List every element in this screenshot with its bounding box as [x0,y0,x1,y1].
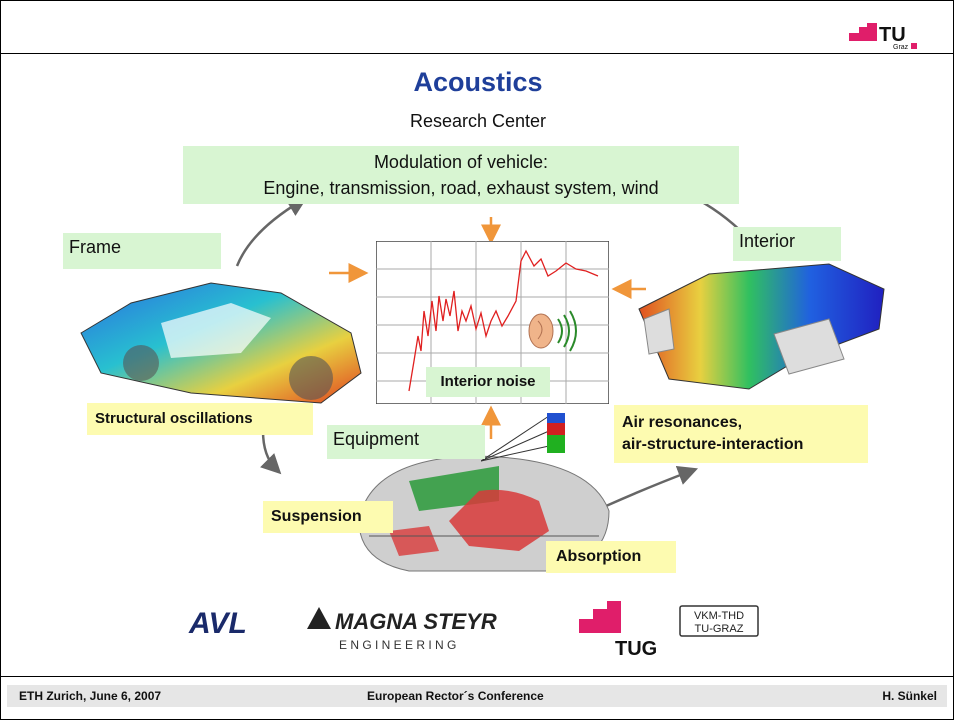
interior-noise-label: Interior noise [426,367,550,397]
magna-steyr-logo: MAGNA STEYR E N G I N E E R I N G [307,607,497,652]
interior-label: Interior [733,227,841,261]
tug-logo-text: TUG [615,638,657,659]
slide-title: Acoustics [413,67,543,97]
air-label-line2: air-structure-interaction [622,436,804,453]
noise-graph [376,241,609,404]
modulation-line2: Engine, transmission, road, exhaust syst… [263,178,659,198]
vkm-line2: TU-GRAZ [695,623,744,635]
interior-car-image [638,263,885,390]
equipment-stack-image [481,413,565,462]
absorption-label: Absorption [546,541,676,573]
footer-area: ETH Zurich, June 6, 2007 European Rector… [1,676,953,719]
avl-logo: AVL [188,607,247,637]
magna-engineering-text: E N G I N E E R I N G [339,638,456,652]
structural-oscillations-label: Structural oscillations [87,403,313,435]
footer-bar: ETH Zurich, June 6, 2007 European Rector… [7,685,947,707]
magna-logo-text: MAGNA STEYR [335,609,497,634]
air-label-line1: Air resonances, [622,414,743,431]
tug-logo: TUG [579,601,657,659]
tu-graz-logo: TU Graz [849,23,917,51]
vkm-line1: VKM-THD [694,610,744,622]
tu-logo-text: TU [879,24,906,46]
frame-car-image [80,282,362,404]
slide-subtitle: Research Center [409,111,547,131]
vkm-thd-logo: VKM-THD TU-GRAZ [679,605,759,637]
avl-logo-text: AVL [188,607,247,637]
header-rule [1,53,953,54]
air-resonances-label: Air resonances, air-structure-interactio… [614,405,868,463]
modulation-box: Modulation of vehicle: Engine, transmiss… [183,146,739,204]
modulation-line1: Modulation of vehicle: [373,152,549,172]
tu-logo-sub: Graz [893,44,909,51]
footer-center: European Rector´s Conference [367,689,544,703]
footer-right: H. Sünkel [882,689,937,703]
frame-label: Frame [63,233,221,269]
equipment-label: Equipment [327,425,485,459]
footer-left: ETH Zurich, June 6, 2007 [19,689,162,703]
suspension-label: Suspension [263,501,393,533]
